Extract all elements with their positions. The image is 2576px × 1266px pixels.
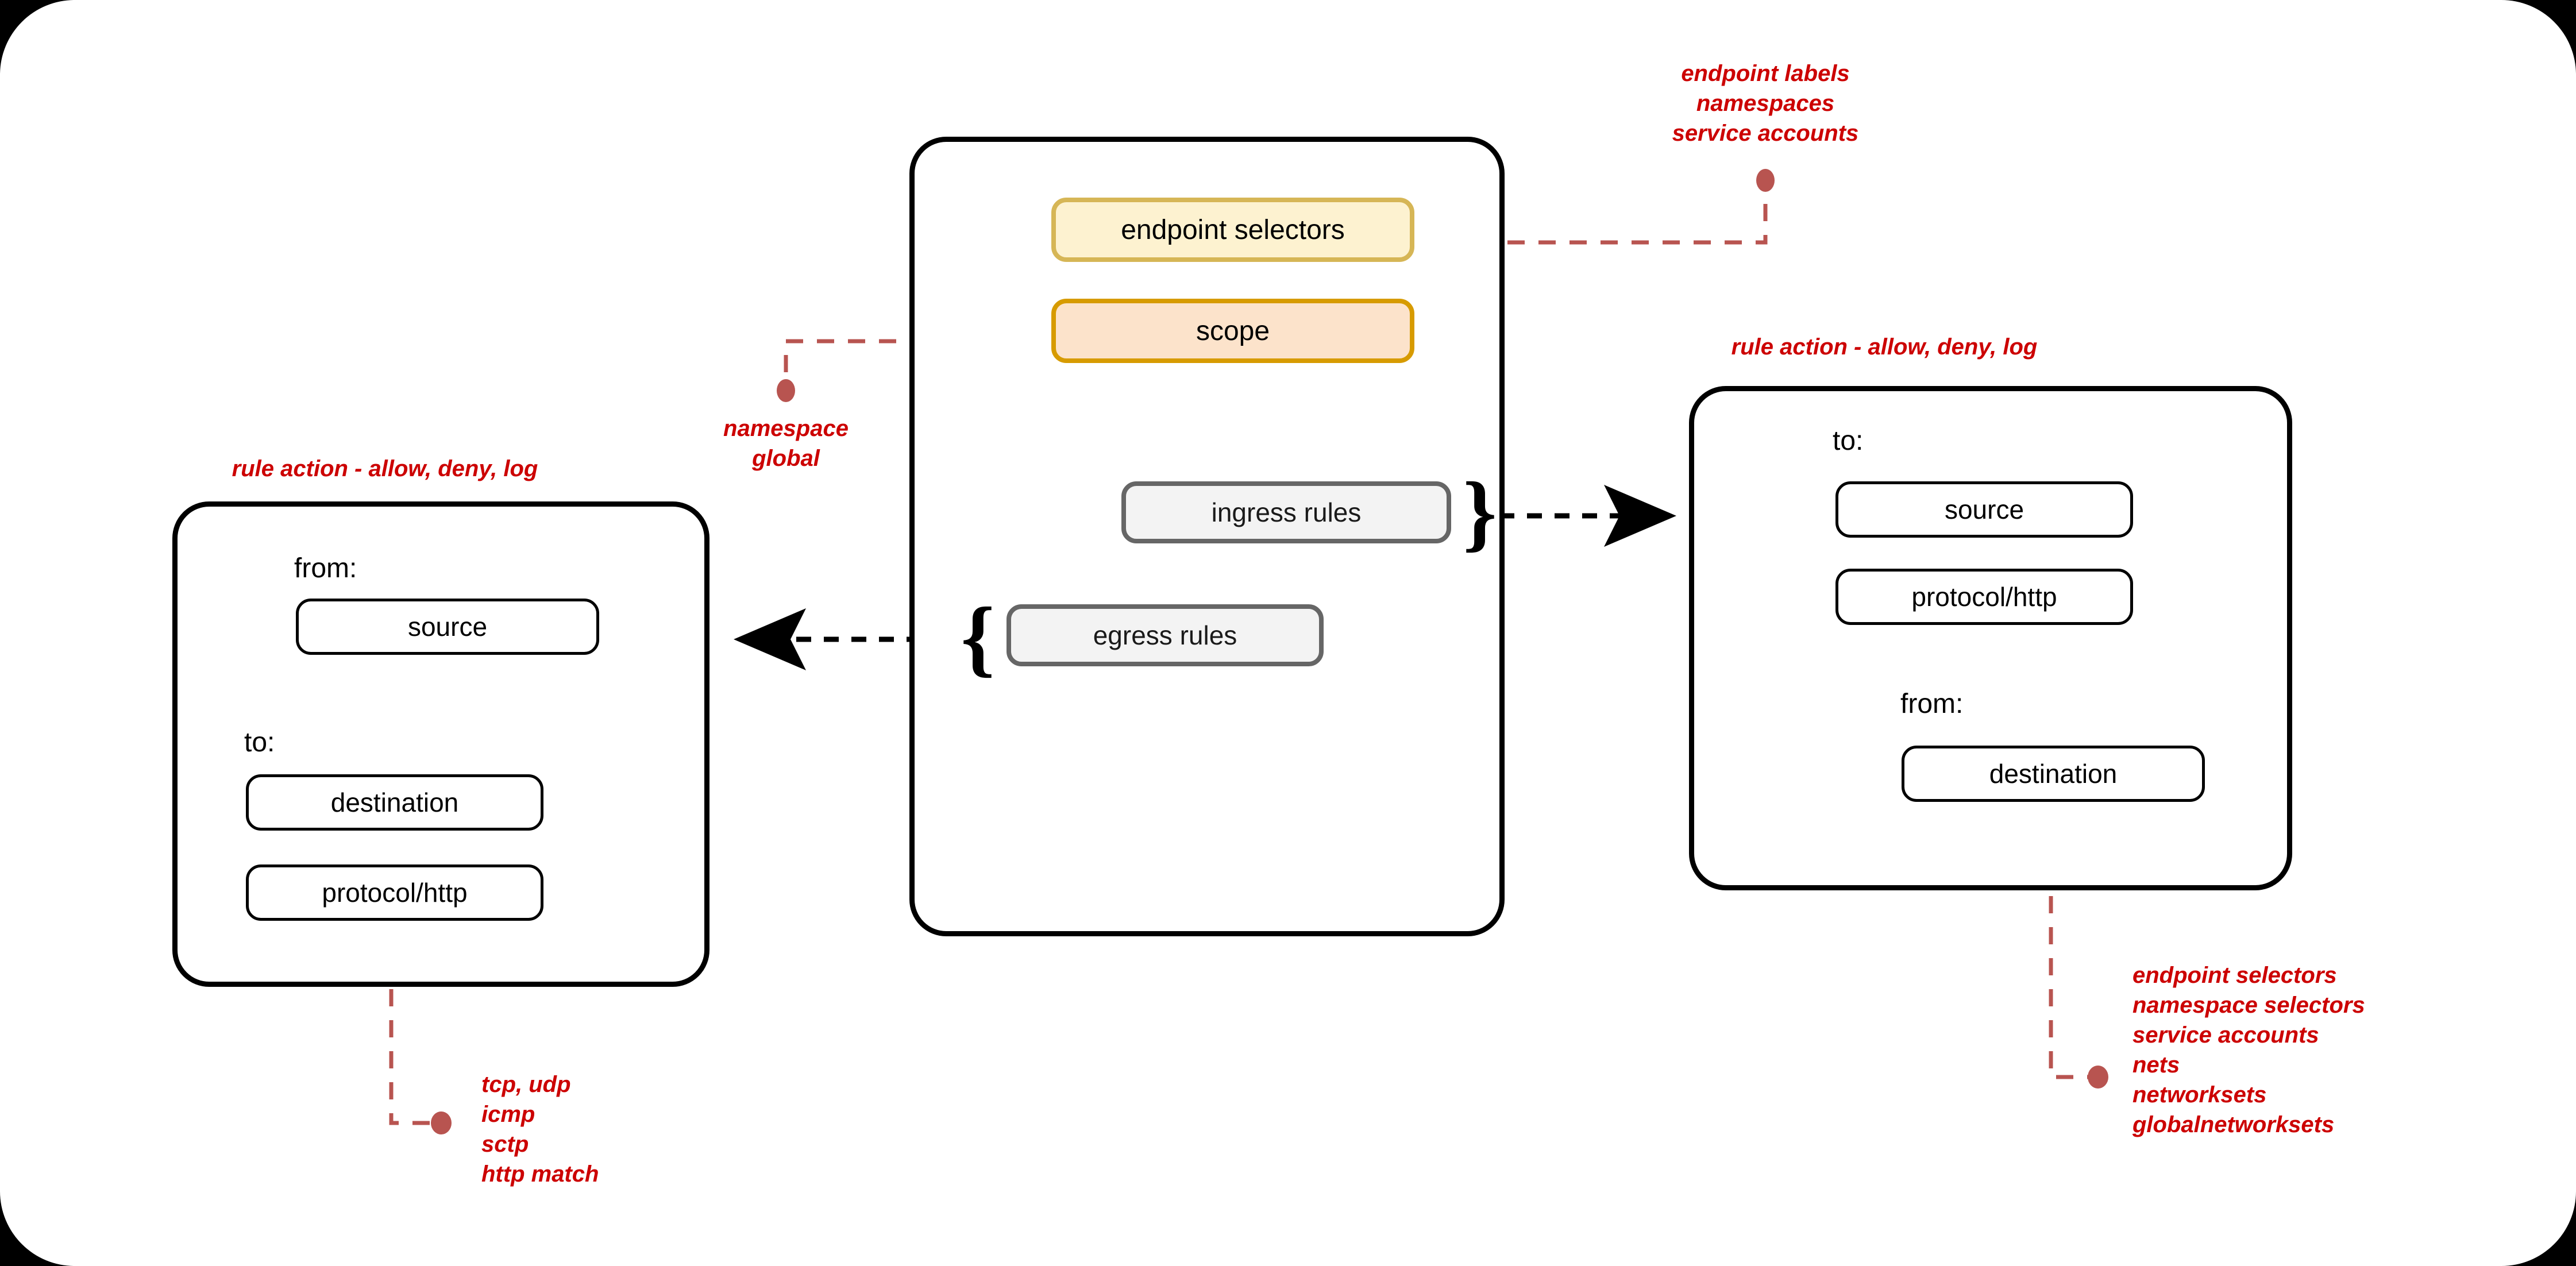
ingress-rule-panel	[1689, 386, 2292, 890]
scope-box[interactable]: scope	[1051, 299, 1414, 363]
destination-right-annotation: endpoint selectors namespace selectors s…	[2132, 963, 2365, 1137]
ingress-destination-label: destination	[1989, 759, 2118, 789]
egress-rules-box[interactable]: egress rules	[1007, 604, 1324, 666]
endpoint-selectors-label: endpoint selectors	[1121, 214, 1345, 245]
egress-destination-label: destination	[330, 788, 459, 817]
egress-destination-box[interactable]: destination	[246, 774, 543, 831]
egress-to-label: to:	[244, 727, 275, 758]
ingress-source-box[interactable]: source	[1835, 481, 2133, 538]
egress-rule-action-annotation: rule action - allow, deny, log	[232, 456, 538, 481]
ingress-rules-box[interactable]: ingress rules	[1121, 481, 1451, 543]
egress-brace-icon: {	[961, 590, 995, 685]
egress-source-label: source	[407, 612, 488, 642]
egress-protocol-label: protocol/http	[322, 878, 468, 908]
egress-protocol-box[interactable]: protocol/http	[246, 864, 543, 921]
egress-rules-label: egress rules	[1093, 620, 1237, 650]
egress-source-box[interactable]: source	[296, 599, 599, 655]
ingress-from-label: from:	[1900, 689, 1964, 719]
ingress-destination-box[interactable]: destination	[1902, 746, 2205, 802]
ingress-to-label: to:	[1833, 426, 1864, 456]
scope-label: scope	[1196, 315, 1270, 346]
protocol-left-annotation: tcp, udp icmp sctp http match	[481, 1072, 599, 1187]
ingress-rules-label: ingress rules	[1211, 497, 1362, 527]
egress-from-label: from:	[294, 553, 357, 584]
ingress-rule-action-annotation: rule action - allow, deny, log	[1731, 334, 2038, 360]
ingress-source-label: source	[1944, 495, 2024, 524]
ingress-protocol-label: protocol/http	[1911, 582, 2057, 612]
ingress-brace-icon: }	[1463, 465, 1497, 560]
endpoint-selectors-annotation: endpoint labels namespaces service accou…	[1672, 61, 1859, 146]
ingress-protocol-box[interactable]: protocol/http	[1835, 569, 2133, 625]
endpoint-selectors-box[interactable]: endpoint selectors	[1051, 198, 1414, 262]
scope-annotation: namespace global	[723, 416, 849, 471]
